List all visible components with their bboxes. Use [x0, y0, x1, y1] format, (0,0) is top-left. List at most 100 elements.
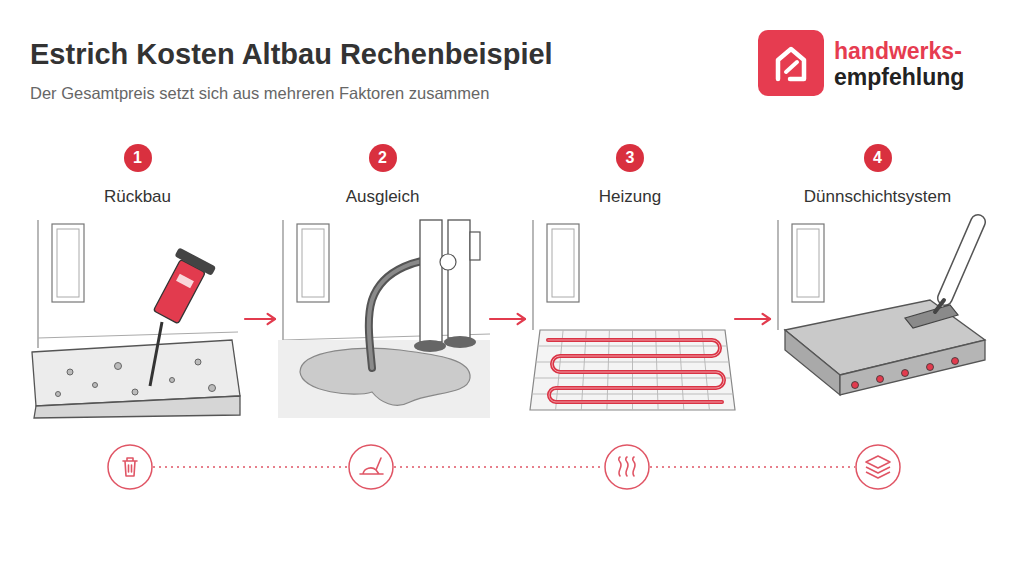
- arm-outline: [945, 222, 978, 298]
- window-pane: [552, 229, 574, 297]
- levelling-illustration: [278, 220, 490, 418]
- floor-line: [38, 332, 238, 338]
- rubble: [93, 383, 98, 388]
- thin-screed-front: [840, 340, 985, 395]
- grid-line: [532, 394, 733, 395]
- worker-shoe: [444, 336, 476, 348]
- step-heading: Dünnschichtsystem: [730, 187, 1024, 207]
- flow-arrow: [245, 314, 275, 324]
- step-number-badge: 4: [864, 144, 892, 172]
- trowel: [905, 305, 958, 328]
- heat-wave: [633, 457, 635, 476]
- chisel: [150, 322, 162, 386]
- wall-edge: [777, 220, 778, 330]
- trash-icon-path: [123, 458, 137, 476]
- flow-arrow: [490, 314, 525, 324]
- arrow-head: [268, 314, 275, 324]
- wall-edge: [532, 220, 533, 330]
- step-number-badge: 3: [616, 144, 644, 172]
- worker-leg: [420, 220, 442, 342]
- icon-row: [108, 445, 900, 489]
- diagram-title: Estrich Kosten Altbau Rechenbeispiel: [30, 38, 553, 71]
- step-heading: Rückbau: [0, 187, 285, 207]
- thin-layer-illustration: [778, 220, 985, 395]
- step-number: 1: [133, 149, 142, 167]
- screed-slab: [32, 340, 240, 406]
- pipe-end: [952, 358, 959, 365]
- logo-square: [758, 30, 824, 96]
- heating-pipe: [548, 340, 724, 402]
- screed-puddle: [300, 348, 470, 405]
- step-number-badge: 2: [369, 144, 397, 172]
- arrow-head: [763, 314, 770, 324]
- layer: [866, 456, 890, 468]
- logo-house-stroke: [786, 62, 797, 72]
- window-pane: [302, 229, 324, 297]
- window: [52, 224, 84, 302]
- pipe-end: [927, 364, 934, 371]
- worker-pocket: [470, 232, 480, 260]
- step-number-badge: 1: [124, 144, 152, 172]
- rubble: [67, 369, 73, 375]
- dotted-line: [394, 466, 604, 468]
- worker-hand: [440, 254, 456, 270]
- arrow-head: [518, 314, 525, 324]
- step-heading: Ausgleich: [235, 187, 530, 207]
- rubble: [209, 385, 216, 392]
- floor: [278, 340, 490, 418]
- rubble: [115, 363, 122, 370]
- worker-leg: [448, 220, 470, 338]
- layer: [866, 472, 890, 478]
- grid-line: [536, 362, 729, 363]
- logo-text: handwerks-: [834, 38, 962, 65]
- step-panel: 3Heizung: [525, 220, 735, 418]
- icon-circle: [856, 445, 900, 489]
- step-panel: 1Rückbau: [30, 220, 245, 418]
- slab-edge: [34, 396, 240, 418]
- heating-pipe-highlight: [548, 340, 724, 402]
- pipe-end: [902, 370, 909, 377]
- jackhammer: [147, 247, 216, 327]
- heating-illustration: [530, 220, 735, 410]
- arm: [945, 222, 978, 298]
- heat-icon: [619, 457, 635, 476]
- step-number: 2: [378, 149, 387, 167]
- worker-shoe: [414, 340, 446, 352]
- grid-line: [538, 346, 727, 347]
- heat-wave: [619, 457, 621, 476]
- icon-circle: [108, 445, 152, 489]
- icon-circle: [349, 445, 393, 489]
- rubble: [195, 359, 201, 365]
- rubble: [170, 378, 175, 383]
- heat-wave: [626, 457, 628, 476]
- layer: [866, 467, 890, 473]
- window: [547, 224, 579, 302]
- step-panel: 2Ausgleich: [275, 220, 490, 418]
- icon-circle: [605, 445, 649, 489]
- trash-icon: [123, 458, 137, 476]
- jackhammer-label: [176, 274, 194, 289]
- window-pane: [797, 229, 819, 297]
- rubble: [56, 392, 61, 397]
- logo-mark: [758, 30, 824, 96]
- rubble: [132, 389, 138, 395]
- pipe-end: [852, 382, 859, 389]
- dotted-line: [153, 466, 348, 468]
- arrow-shaft: [490, 318, 525, 320]
- insulation-grid: [530, 330, 735, 410]
- step-number: 3: [626, 149, 635, 167]
- wall-edge: [37, 220, 38, 348]
- wall-edge: [282, 220, 283, 345]
- window-pane: [57, 229, 79, 297]
- demolition-illustration: [32, 220, 240, 418]
- flow-arrow: [735, 314, 770, 324]
- dotted-line: [650, 466, 855, 468]
- window: [297, 224, 329, 302]
- arrow-shaft: [735, 318, 770, 320]
- jackhammer-body: [153, 259, 205, 323]
- layers-icon: [866, 456, 890, 478]
- subtitle: Der Gesamtpreis setzt sich aus mehreren …: [30, 84, 489, 103]
- step-number: 4: [873, 149, 882, 167]
- window: [792, 224, 824, 302]
